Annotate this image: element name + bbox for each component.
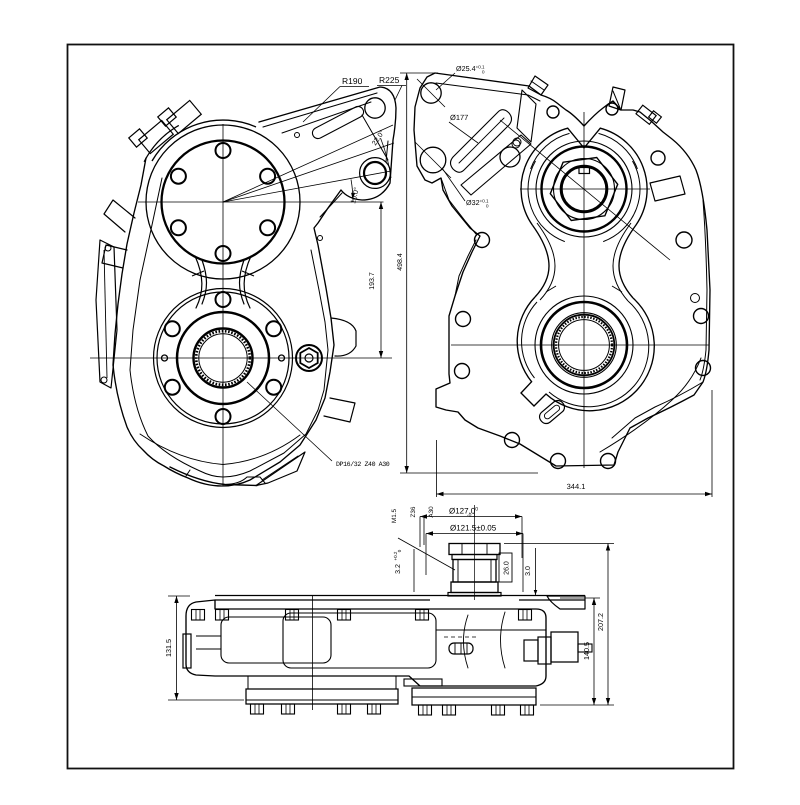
svg-text:3.0: 3.0	[525, 566, 532, 576]
svg-text:344.1: 344.1	[567, 482, 586, 491]
svg-text:M1.5: M1.5	[391, 509, 398, 523]
svg-text:R190: R190	[342, 76, 363, 86]
svg-text:Z36: Z36	[410, 506, 417, 517]
svg-text:0: 0	[397, 549, 402, 552]
svg-text:Ø121.5±0.05: Ø121.5±0.05	[450, 524, 497, 533]
svg-text:DP16/32 Z40 A30: DP16/32 Z40 A30	[336, 461, 390, 468]
svg-text:498.4: 498.4	[397, 253, 404, 271]
svg-text:+0.2: +0.2	[393, 551, 398, 560]
svg-text:207.2: 207.2	[596, 613, 605, 631]
svg-text:A30: A30	[428, 506, 435, 518]
svg-text:R225: R225	[379, 75, 400, 85]
svg-text:193.7: 193.7	[369, 272, 376, 290]
svg-text:Ø32+0.10: Ø32+0.10	[466, 198, 489, 209]
svg-text:Ø25.4+0.10: Ø25.4+0.10	[456, 64, 485, 75]
svg-text:Ø127.00-0.1: Ø127.00-0.1	[449, 507, 478, 519]
svg-text:Ø177: Ø177	[450, 113, 468, 122]
svg-text:140.5: 140.5	[582, 642, 591, 660]
svg-text:131.5: 131.5	[164, 639, 173, 657]
svg-text:26.0: 26.0	[504, 561, 511, 575]
svg-text:10.0°: 10.0°	[350, 187, 361, 205]
svg-text:3.2: 3.2	[395, 564, 402, 574]
